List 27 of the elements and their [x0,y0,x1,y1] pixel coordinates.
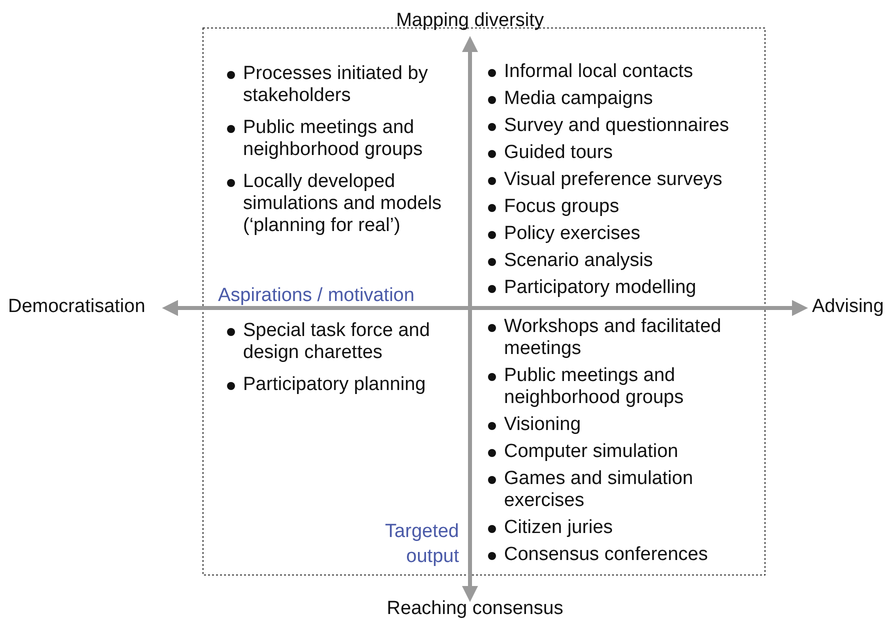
bullet-item: Public meetings and neighborhood groups [226,117,468,161]
axis-label: Democratisation [8,296,146,318]
bullet-item: Survey and questionnaires [487,115,762,137]
axis-label: Advising [812,296,884,318]
bullet-item: Media campaigns [487,88,762,110]
bullet-item: Scenario analysis [487,250,762,272]
bullet-item: Workshops and facilitated meetings [487,316,737,360]
bullet-item: Policy exercises [487,223,762,245]
bullet-item: Locally developed simulations and models (‘planning for real’) [226,171,468,237]
bullet-item: Participatory modelling [487,277,762,299]
bullet-item: Computer simulation [487,441,737,463]
axis-label: Reaching consensus [386,598,564,620]
bullet-item: Processes initiated by stakeholders [226,63,468,107]
axis-label: Mapping diversity [396,10,544,32]
dimension-label: Aspirations / motivation [218,285,414,307]
bullet-item: Guided tours [487,142,762,164]
bullet-item: Focus groups [487,196,762,218]
bullet-item: Games and simulation exercises [487,468,737,512]
bullet-item: Special task force and design charettes [226,320,468,364]
bullet-item: Participatory planning [226,374,468,396]
bullet-item: Consensus conferences [487,544,737,566]
bullet-item: Visual preference surveys [487,169,762,191]
bullet-item: Informal local contacts [487,61,762,83]
bullet-item: Visioning [487,414,737,436]
bullet-item: Citizen juries [487,517,737,539]
bullet-item: Public meetings and neighborhood groups [487,365,737,409]
dimension-label: Targeted output [384,520,459,569]
